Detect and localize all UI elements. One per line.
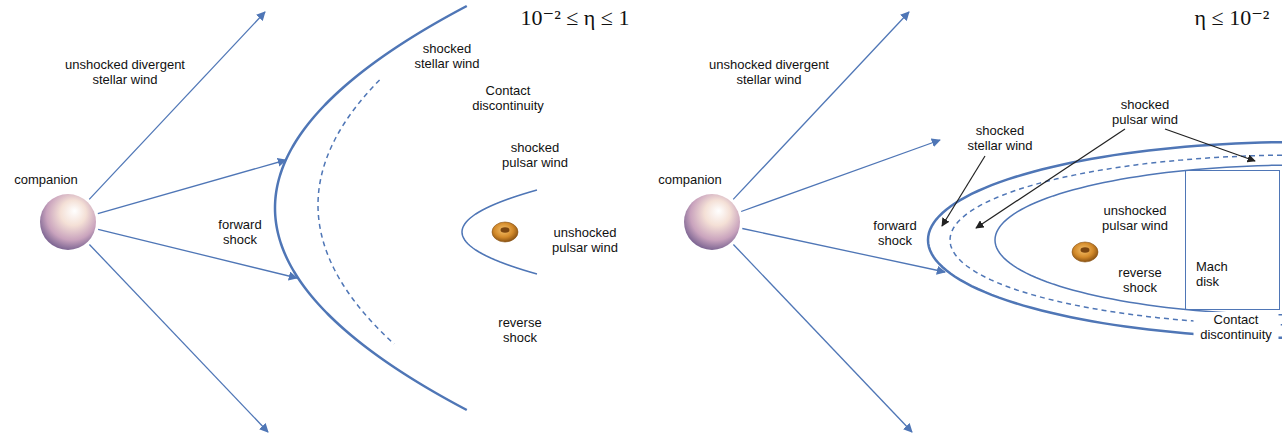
region-label: unshocked pulsar wind [547, 225, 623, 255]
torus-body [1072, 242, 1098, 262]
node-label: Mach disk [1196, 259, 1238, 289]
torus-hole [1081, 247, 1090, 253]
region-label: Contact discontinuity [1194, 312, 1279, 342]
region-label: forward shock [866, 218, 924, 248]
shock-fronts [275, 6, 1282, 410]
companion-star: companion [640, 172, 740, 250]
torus-hole [501, 227, 510, 233]
star-disc [40, 194, 96, 250]
region-label: forward shock [211, 217, 269, 247]
region-label: shocked stellar wind [961, 123, 1039, 153]
wind-arrow [741, 140, 940, 212]
pulsar-torus [1072, 242, 1098, 262]
region-label: unshocked pulsar wind [1097, 203, 1173, 233]
leader-arrow [942, 156, 985, 226]
star-label: companion [0, 172, 96, 187]
reverse-shock-curve [995, 165, 1282, 315]
mach-disk-box: Mach disk [1185, 170, 1280, 310]
region-label: unshocked divergent stellar wind [58, 57, 193, 87]
region-label: shocked pulsar wind [497, 140, 573, 170]
region-label: shocked pulsar wind [1107, 97, 1183, 127]
star-sphere [39, 193, 97, 251]
parameter-range: 10⁻² ≤ η ≤ 1 [520, 5, 631, 31]
pulsars [492, 222, 1098, 262]
star-sphere [683, 193, 741, 251]
contact-discontinuity-curve [318, 80, 394, 344]
region-label: Contact discontinuity [466, 83, 551, 113]
region-label: shocked stellar wind [408, 41, 486, 71]
parameter-range: η ≤ 10⁻² [1194, 5, 1271, 31]
region-label: reverse shock [491, 315, 549, 345]
wind-arrow [733, 244, 912, 432]
region-label: reverse shock [1111, 265, 1169, 295]
reverse-shock-curve [462, 190, 537, 274]
star-label: companion [640, 172, 740, 187]
leader-arrow [1165, 129, 1255, 161]
contact-discontinuity-curve [950, 155, 1282, 325]
star-disc [684, 194, 740, 250]
wind-arrow [89, 244, 268, 432]
stellar-wind-arrows [89, 12, 945, 432]
torus-body [492, 222, 518, 242]
wind-arrow [98, 160, 286, 214]
companion-star: companion [0, 172, 96, 250]
wind-arrow [733, 12, 909, 199]
forward-shock-curve [928, 142, 1282, 338]
wind-arrow [89, 12, 265, 199]
region-label: unshocked divergent stellar wind [702, 57, 837, 87]
pulsar-torus [492, 222, 518, 242]
